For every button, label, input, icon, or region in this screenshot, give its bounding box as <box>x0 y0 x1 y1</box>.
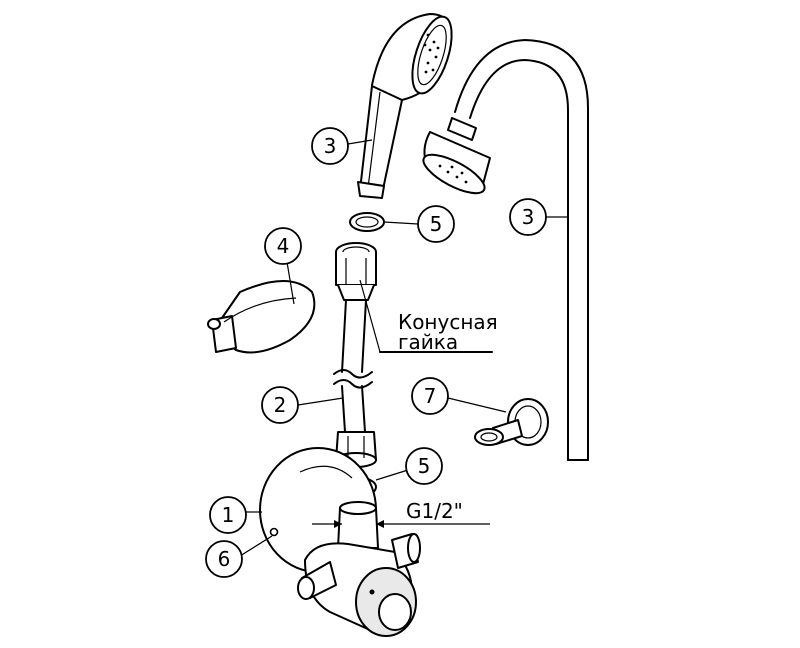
cone-nut-label-line2: гайка <box>398 330 458 354</box>
shower-rail <box>422 39 589 461</box>
thread-size-label: G1/2" <box>406 499 463 523</box>
hand-shower <box>357 13 453 199</box>
shower-holder <box>207 280 316 354</box>
callout-shower-rail: 3 <box>509 198 547 236</box>
svg-text:3: 3 <box>522 205 535 229</box>
svg-text:5: 5 <box>418 454 431 478</box>
callout-mixer: 1 <box>209 496 247 534</box>
shower-hose <box>333 242 377 468</box>
callout-hand-shower: 3 <box>311 127 349 165</box>
cone-nut-label-line1: Конусная <box>398 310 498 334</box>
svg-text:3: 3 <box>324 134 337 158</box>
svg-text:6: 6 <box>218 547 231 571</box>
callout-screw: 6 <box>205 540 243 578</box>
svg-text:4: 4 <box>277 234 290 258</box>
wall-flange <box>474 398 549 446</box>
callout-gasket-bottom: 5 <box>405 447 443 485</box>
gasket-top <box>349 212 385 232</box>
svg-text:7: 7 <box>424 384 437 408</box>
callout-wall-flange: 7 <box>411 377 449 415</box>
mixer-body <box>259 447 421 637</box>
callout-hose: 2 <box>261 386 299 424</box>
callout-holder: 4 <box>264 227 302 265</box>
svg-text:1: 1 <box>222 503 235 527</box>
thread-dimension: G1/2" <box>312 499 490 528</box>
callout-gasket-top: 5 <box>417 205 455 243</box>
cone-nut-label: Конусная гайка <box>359 279 498 354</box>
svg-text:2: 2 <box>274 393 287 417</box>
svg-text:5: 5 <box>430 212 443 236</box>
